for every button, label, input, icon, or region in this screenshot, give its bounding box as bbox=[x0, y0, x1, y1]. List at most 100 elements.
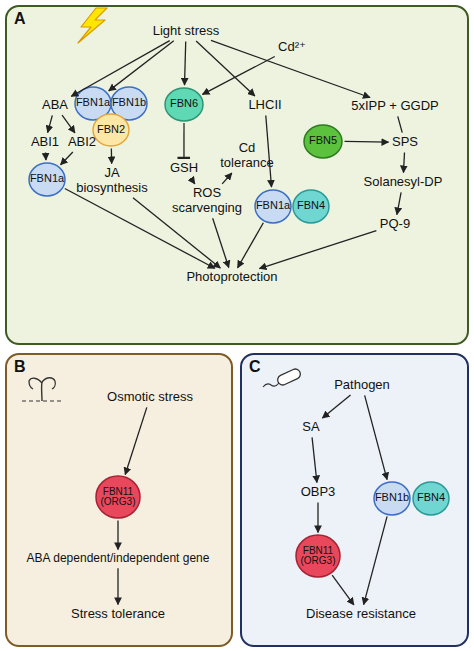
bacterium-icon bbox=[263, 367, 302, 387]
arrow-connector bbox=[191, 178, 195, 184]
ground-line bbox=[22, 400, 62, 401]
bacterium-body bbox=[276, 367, 302, 386]
process-label: Cd tolerance bbox=[216, 141, 278, 171]
arrow-connector bbox=[364, 516, 387, 604]
panel-box: ALight stressCd²⁺ABAFBN1aFBN1bFBN2FBN6LH… bbox=[5, 5, 469, 345]
process-label: SA bbox=[298, 417, 324, 435]
inhibition-connector bbox=[183, 123, 184, 159]
protein-circle: FBN6 bbox=[164, 87, 204, 122]
bacterium-flagellum bbox=[263, 383, 279, 387]
arrow-connector bbox=[213, 218, 229, 267]
circle-shape bbox=[296, 535, 340, 577]
pathway-text: Cd²⁺ bbox=[278, 40, 306, 55]
process-label: Stress tolerance bbox=[63, 604, 173, 622]
circle-shape bbox=[93, 114, 129, 146]
arrow-connector bbox=[133, 198, 220, 268]
process-label: PQ-9 bbox=[374, 214, 416, 232]
protein-circle: FBN5 bbox=[303, 124, 343, 159]
circle-shape bbox=[96, 476, 140, 518]
panel-letter: C bbox=[249, 358, 261, 376]
protein-name: FBN1a bbox=[256, 200, 290, 212]
process-label: ABI1 bbox=[29, 132, 61, 150]
pathway-text: Light stress bbox=[153, 24, 219, 39]
protein-name: FBN1a bbox=[76, 97, 110, 109]
process-label: Solanesyl-DP bbox=[358, 172, 448, 190]
process-label: ABI2 bbox=[66, 132, 98, 150]
panel-letter: B bbox=[14, 358, 26, 376]
protein-name: FBN5 bbox=[309, 135, 337, 147]
process-label: Cd²⁺ bbox=[272, 37, 312, 55]
protein-name: FBN4 bbox=[417, 492, 445, 504]
arrow-connector bbox=[397, 192, 401, 214]
pathway-text: ABA bbox=[42, 98, 68, 113]
circle-shape bbox=[304, 125, 342, 158]
process-label: JA biosynthesis bbox=[70, 166, 154, 196]
protein-circle: FBN4 bbox=[412, 481, 450, 516]
protein-name: FBN11 (ORG3) bbox=[295, 546, 341, 567]
protein-name: FBN11 (ORG3) bbox=[95, 487, 141, 508]
arrow-connector bbox=[202, 56, 274, 94]
protein-name: FBN2 bbox=[97, 124, 125, 136]
protein-circle: FBN11 (ORG3) bbox=[95, 475, 141, 519]
process-label: SPS bbox=[389, 132, 421, 150]
pathway-text: Photoprotection bbox=[186, 270, 277, 285]
arrow-connector bbox=[238, 223, 264, 268]
arrow-connector bbox=[259, 231, 376, 269]
pathway-text: PQ-9 bbox=[380, 217, 410, 232]
panel-box: B Osmotic stressFBN11 (ORG3) ABA dependent… bbox=[5, 353, 233, 647]
pathway-text: Disease resistance bbox=[306, 607, 416, 622]
process-label: ROS scarvenging bbox=[167, 186, 247, 216]
arrow-connector bbox=[344, 141, 388, 143]
circle-shape bbox=[165, 88, 203, 121]
arrow-connector bbox=[403, 152, 404, 172]
lightning-icon bbox=[78, 8, 107, 43]
protein-circle: FBN1a bbox=[254, 189, 292, 224]
pathway-text: ABI2 bbox=[68, 135, 96, 150]
protein-circle: FBN2 bbox=[92, 113, 130, 147]
protein-circle: FBN11 (ORG3) bbox=[295, 534, 341, 578]
arrow-connector bbox=[65, 188, 215, 268]
arrow-connector bbox=[332, 575, 354, 605]
pathway-text: ABI1 bbox=[31, 135, 59, 150]
arrow-connector bbox=[317, 502, 318, 532]
process-label: Osmotic stress bbox=[95, 387, 205, 405]
pathway-text: ABA dependent/independent gene bbox=[27, 552, 210, 566]
arrow-connector bbox=[109, 41, 174, 91]
arrow-connector bbox=[61, 152, 73, 165]
pathway-text: JA biosynthesis bbox=[70, 166, 154, 196]
arrow-connector bbox=[71, 41, 169, 97]
arrow-connector bbox=[117, 568, 118, 604]
arrow-connector bbox=[62, 115, 75, 133]
protein-name: FBN1b bbox=[112, 97, 146, 109]
pathway-text: SA bbox=[302, 420, 319, 435]
pathway-text: Solanesyl-DP bbox=[364, 175, 443, 190]
seedling-leaf bbox=[42, 378, 55, 389]
pathway-text: ROS scarvenging bbox=[167, 186, 247, 216]
arrow-connector bbox=[185, 41, 186, 85]
arrow-connector bbox=[266, 115, 272, 187]
arrow-connector bbox=[196, 41, 255, 96]
process-label: Photoprotection bbox=[176, 267, 288, 285]
process-label: LHCII bbox=[242, 95, 288, 113]
process-label: 5xIPP + GGDP bbox=[345, 96, 445, 114]
seedling-icon bbox=[22, 378, 62, 401]
process-label: ABA bbox=[38, 95, 72, 113]
arrow-connector bbox=[322, 395, 350, 418]
circle-shape bbox=[293, 190, 329, 223]
seedling-stem bbox=[41, 382, 43, 401]
pathway-text: Pathogen bbox=[334, 378, 390, 393]
arrow-connector bbox=[111, 148, 113, 163]
protein-circle: FBN4 bbox=[292, 189, 330, 224]
process-label: ABA dependent/independent gene bbox=[11, 548, 225, 566]
arrow-connector bbox=[312, 437, 317, 482]
process-label: Light stress bbox=[141, 21, 231, 39]
arrow-connector bbox=[45, 152, 47, 160]
circle-shape bbox=[29, 163, 65, 196]
pathway-text: 5xIPP + GGDP bbox=[351, 99, 439, 114]
pathway-text: Osmotic stress bbox=[107, 390, 193, 405]
protein-circle: FBN1b bbox=[373, 481, 411, 516]
pathway-text: LHCII bbox=[248, 98, 281, 113]
pathway-text: SPS bbox=[392, 135, 418, 150]
